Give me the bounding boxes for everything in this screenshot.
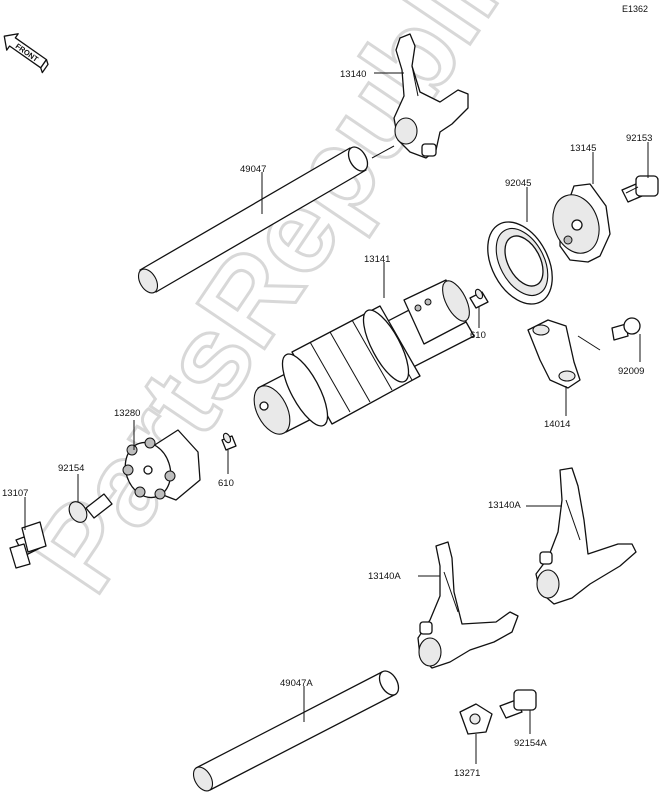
shaft-49047[interactable]	[135, 144, 372, 297]
stopper-plate-14014[interactable]	[527, 319, 581, 389]
label-92154: 92154	[58, 463, 84, 474]
bolt-92154A[interactable]	[499, 689, 537, 719]
bolt-92154[interactable]	[66, 493, 113, 526]
pin-610-lower[interactable]	[221, 432, 237, 451]
label-49047: 49047	[240, 164, 266, 175]
label-92009: 92009	[618, 366, 644, 377]
label-13145: 13145	[570, 143, 596, 154]
leader-lines	[24, 72, 649, 764]
label-13280: 13280	[114, 408, 140, 419]
label-13140A-right: 13140A	[488, 500, 521, 511]
drum-cam-13145[interactable]	[545, 183, 611, 263]
shaft-49047A[interactable]	[190, 668, 403, 795]
label-49047A: 49047A	[280, 678, 313, 689]
label-13140A-left: 13140A	[368, 571, 401, 582]
shift-drum-13141[interactable]	[247, 277, 475, 440]
label-13141: 13141	[364, 254, 390, 265]
pin-610-upper[interactable]	[469, 288, 489, 309]
label-14014: 14014	[544, 419, 570, 430]
diagram-code: E1362	[622, 4, 648, 14]
label-13271: 13271	[454, 768, 480, 779]
shift-fork-13140A-left[interactable]	[417, 541, 519, 669]
label-610-lower: 610	[218, 478, 234, 489]
screw-92009[interactable]	[611, 317, 641, 341]
drum-holder-13280[interactable]	[118, 429, 201, 503]
front-arrow-icon: FRONT	[3, 33, 49, 74]
shift-fork-13140[interactable]	[393, 33, 469, 159]
label-610-upper: 610	[470, 330, 486, 341]
plate-13271[interactable]	[459, 703, 493, 735]
bolt-92153[interactable]	[621, 175, 659, 203]
label-92045: 92045	[505, 178, 531, 189]
label-92154A: 92154A	[514, 738, 547, 749]
front-badge: FRONT	[14, 42, 41, 64]
label-13107: 13107	[2, 488, 28, 499]
label-13140: 13140	[340, 69, 366, 80]
bearing-92045[interactable]	[475, 211, 566, 315]
part-labels: 13140 49047 13145 92153 92045 13141 610 …	[2, 69, 652, 779]
shift-fork-13140A-right[interactable]	[535, 467, 637, 605]
label-92153: 92153	[626, 133, 652, 144]
stopper-pin-13107[interactable]	[9, 521, 47, 569]
